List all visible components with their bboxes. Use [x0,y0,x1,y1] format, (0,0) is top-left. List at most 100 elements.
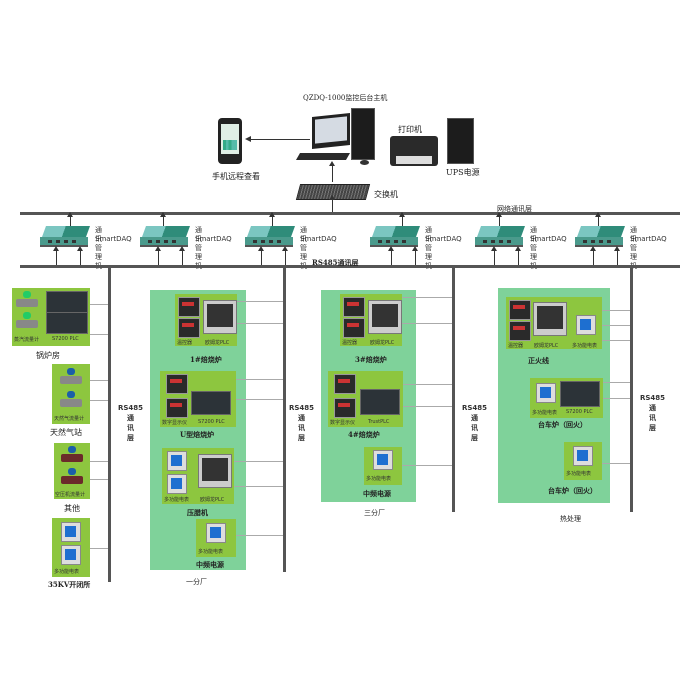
connector-line [90,461,108,462]
temp-controller-icon [178,318,200,338]
connector-line [90,380,108,381]
item-label: S7200 PLC [566,409,593,415]
connector-line [237,301,283,302]
power-meter-icon [61,545,81,565]
arrow-network-to-switch [329,195,335,212]
arrow-up-icon [269,212,275,226]
arrow-up-icon [53,246,59,265]
item-label: S7200 PLC [52,336,79,342]
boiler-room-title: 锅炉房 [36,351,60,360]
steam-flowmeter-icon [16,312,38,330]
switch-label: 交换机 [374,190,398,199]
digital-display-icon [166,374,188,394]
rs485-bus [20,265,680,268]
connector-line [90,400,108,401]
item-label: 蒸汽流量计 [14,337,40,343]
midfreq-box: 多功能电表 [196,519,236,557]
midfreq-title: 中频电源 [196,560,224,569]
temp-controller-icon [509,300,531,320]
printer-icon [390,136,438,166]
arrow-up-icon [399,212,405,226]
item-label: 多功能电表 [572,343,598,349]
power-meter-icon [61,522,81,542]
item-label: 空压机流量计 [55,492,86,498]
connector-line [602,310,630,311]
daq-model: SmartDAQ [300,235,337,243]
s7200-plc-icon [191,391,231,415]
smartdaq-device-icon [140,226,191,247]
heat-treatment-title: 热处理 [560,515,581,523]
rs485-branch-line [452,267,455,512]
bogie2-title: 台车炉（回火） [548,486,597,495]
plant1-title: 一分厂 [186,578,207,586]
rs485-branch-line [283,267,286,572]
host-label: QZDQ-1000监控后台主机 [303,94,388,102]
arrow-up-icon [67,212,73,226]
substation-title: 35KV开闭所 [48,580,91,589]
network-bus [20,212,680,215]
bogie2-box: 多功能电表 [564,442,602,480]
plc-icon [46,291,88,313]
midfreq3-title: 中频电源 [363,489,391,498]
u-furnace-box: 数字显示仪 S7200 PLC [160,371,236,427]
furnace4-title: 4#焙烧炉 [348,430,380,439]
power-meter-icon [167,474,187,494]
connector-line [90,334,108,335]
arrow-up-icon [160,212,166,226]
bogie1-box: 多功能电表 S7200 PLC [530,378,603,418]
other-title: 其他 [64,504,80,513]
connector-line [402,323,452,324]
arrow-up-icon [590,246,596,265]
connector-line [236,399,283,400]
arrow-up-icon [496,212,502,226]
temp-controller-icon [178,297,200,317]
air-flowmeter-icon [61,468,83,486]
keyboard-icon [295,153,351,160]
furnace1-title: 1#焙烧炉 [190,355,222,364]
plant3-title: 三分厂 [364,509,385,517]
item-label: 天然气流量计 [54,416,85,422]
power-meter-icon [536,383,556,403]
smartdaq-device-icon [575,226,626,247]
item-label: 多功能电表 [366,476,392,482]
connector-line [402,465,452,466]
item-label: 欧姆龙PLC [534,343,559,349]
temp-controller-icon [509,321,531,341]
arrow-switch-to-host [329,161,335,182]
ups-label: UPS电源 [446,168,480,177]
furnace3-box: 温控器 欧姆龙PLC [340,294,402,346]
arrow-up-icon [77,246,83,265]
temp-controller-icon [343,297,365,317]
power-meter-icon [576,315,596,335]
arrow-up-icon [595,212,601,226]
connector-line [234,486,283,487]
digital-display-icon [166,398,188,418]
connector-line [236,535,283,536]
connector-line [603,382,630,383]
boiler-room-box: 蒸汽流量计 S7200 PLC [12,288,90,346]
item-label: 多功能电表 [198,549,224,555]
connector-line [90,548,108,549]
arrow-up-icon [491,246,497,265]
bogie1-title: 台车炉（回火） [538,420,587,429]
plc-icon [46,312,88,334]
connector-line [234,461,283,462]
connector-line [90,479,108,480]
furnace3-title: 3#焙烧炉 [355,355,387,364]
power-meter-icon [167,451,187,471]
steam-flowmeter-icon [16,291,38,309]
substation-box: 多功能电表 [52,518,90,577]
smartdaq-device-icon [40,226,91,247]
arrow-up-icon [258,246,264,265]
connector-line [602,325,630,326]
connector-line [402,297,452,298]
trust-plc-icon [360,389,400,415]
omron-plc-icon [533,302,567,336]
connector-line [236,379,283,380]
mouse-icon [360,160,369,165]
power-meter-icon [373,450,393,470]
